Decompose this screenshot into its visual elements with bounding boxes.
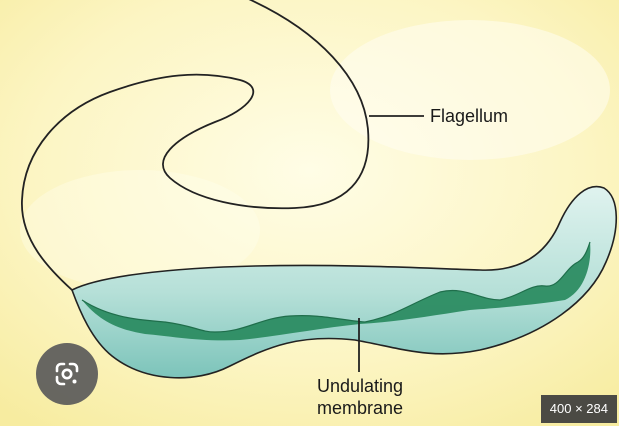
background-highlight [330, 20, 610, 160]
undulating-membrane-label-line2: membrane [317, 398, 403, 418]
flagellum-label: Flagellum [430, 106, 508, 126]
image-dimensions-badge: 400 × 284 [541, 395, 617, 423]
lens-search-button[interactable] [36, 343, 98, 405]
undulating-membrane-label-line1: Undulating [317, 376, 403, 396]
google-lens-icon [51, 358, 83, 390]
